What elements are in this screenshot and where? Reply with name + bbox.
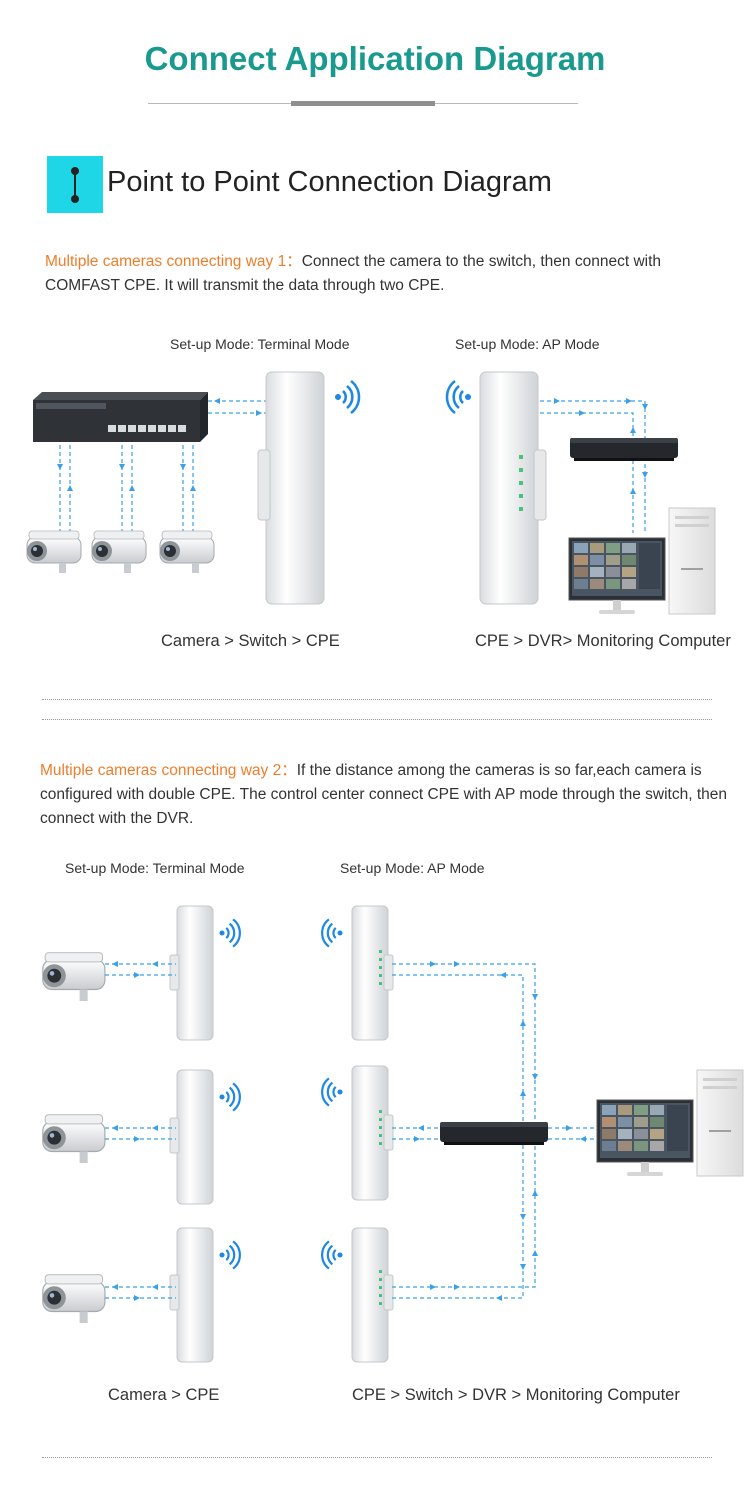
cpe-icon (169, 905, 214, 1041)
page-title: Connect Application Diagram (144, 40, 606, 77)
wifi-icon (445, 379, 473, 415)
camera-icon (26, 530, 82, 574)
link-icon (47, 156, 103, 213)
way1-chain-left: Camera > Switch > CPE (161, 632, 340, 650)
wifi-icon (218, 918, 241, 948)
dotted-divider (42, 1457, 712, 1458)
way2-label: Multiple cameras connecting way 2： (40, 762, 297, 779)
title-divider-accent (291, 101, 435, 106)
cpe-icon (351, 1227, 394, 1363)
computer-icon (596, 1069, 744, 1177)
way1-chain-right: CPE > DVR> Monitoring Computer (475, 632, 731, 650)
wifi-icon (218, 1240, 241, 1270)
way1-text: Connect the camera to the switch, then c… (45, 253, 662, 294)
way2-chain-left: Camera > CPE (108, 1386, 220, 1404)
wifi-icon (333, 379, 361, 415)
cpe-icon (257, 371, 325, 605)
computer-icon (568, 507, 716, 615)
dvr-icon (440, 1122, 548, 1145)
camera-icon (42, 952, 106, 1002)
dvr-icon (570, 438, 678, 461)
camera-icon (159, 530, 215, 574)
cpe-icon (169, 1069, 214, 1205)
dotted-divider (42, 719, 712, 720)
way1-terminal-mode-label: Set-up Mode: Terminal Mode (170, 336, 350, 352)
way2-chain-right: CPE > Switch > DVR > Monitoring Computer (352, 1386, 680, 1404)
camera-icon (42, 1274, 106, 1324)
way2-text: If the distance among the cameras is so … (40, 762, 727, 827)
cpe-icon (351, 905, 394, 1041)
dotted-divider (42, 699, 712, 700)
way1-label: Multiple cameras connecting way 1： (45, 253, 302, 270)
way2-ap-mode-label: Set-up Mode: AP Mode (340, 860, 485, 876)
wifi-icon (321, 918, 344, 948)
way1-description: Multiple cameras connecting way 1：Connec… (45, 250, 715, 298)
cpe-icon (479, 371, 547, 605)
way2-description: Multiple cameras connecting way 2：If the… (40, 759, 730, 831)
cpe-icon (351, 1065, 394, 1201)
camera-icon (42, 1114, 106, 1164)
wifi-icon (321, 1240, 344, 1270)
section-title: Point to Point Connection Diagram (107, 166, 552, 198)
camera-icon (91, 530, 147, 574)
cpe-icon (169, 1227, 214, 1363)
wifi-icon (321, 1077, 344, 1107)
way1-ap-mode-label: Set-up Mode: AP Mode (455, 336, 600, 352)
wifi-icon (218, 1082, 241, 1112)
way2-terminal-mode-label: Set-up Mode: Terminal Mode (65, 860, 245, 876)
switch-icon (33, 392, 208, 442)
